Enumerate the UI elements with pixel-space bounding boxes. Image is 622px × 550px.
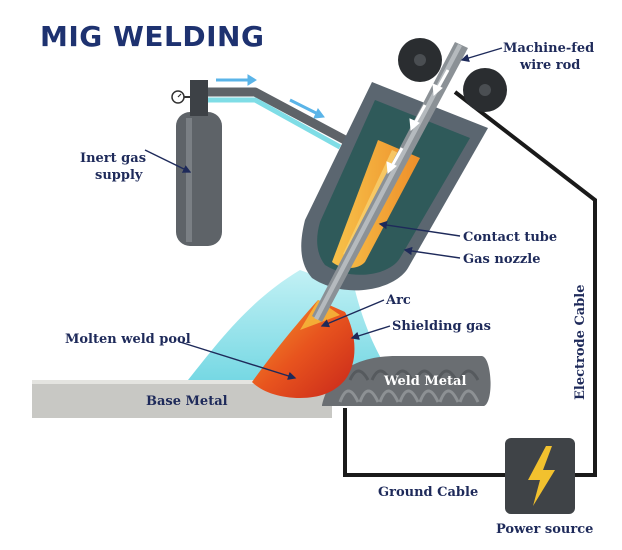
label-ground-cable: Ground Cable bbox=[378, 485, 478, 500]
label-weld-metal: Weld Metal bbox=[383, 374, 466, 389]
gas-cylinder bbox=[171, 80, 222, 246]
feed-rollers bbox=[398, 38, 507, 112]
gas-hose bbox=[208, 87, 348, 150]
label-machine-fed-line2: wire rod bbox=[519, 58, 580, 73]
label-shielding-gas: Shielding gas bbox=[392, 319, 491, 334]
label-machine-fed-line1: Machine-fed bbox=[503, 41, 594, 56]
leader-lines bbox=[144, 47, 503, 380]
label-power-source: Power source bbox=[496, 522, 593, 537]
power-source bbox=[505, 438, 575, 514]
weld-bead bbox=[322, 355, 491, 406]
label-inert-gas-line1: Inert gas bbox=[80, 151, 146, 166]
wire-rod bbox=[312, 42, 468, 322]
label-arc: Arc bbox=[385, 293, 411, 308]
label-contact-tube: Contact tube bbox=[463, 230, 557, 245]
wire-direction-arrows bbox=[386, 69, 450, 175]
label-molten-weld-pool: Molten weld pool bbox=[65, 332, 191, 347]
electrode-cable-line bbox=[453, 90, 597, 477]
label-base-metal: Base Metal bbox=[146, 394, 228, 409]
lightning-icon bbox=[528, 446, 555, 506]
ground-cable-line bbox=[343, 408, 505, 477]
page-title: MIG WELDING bbox=[40, 20, 264, 53]
label-electrode-cable: Electrode Cable bbox=[573, 284, 588, 400]
label-inert-gas-line2: supply bbox=[95, 168, 143, 183]
label-gas-nozzle: Gas nozzle bbox=[463, 252, 540, 267]
